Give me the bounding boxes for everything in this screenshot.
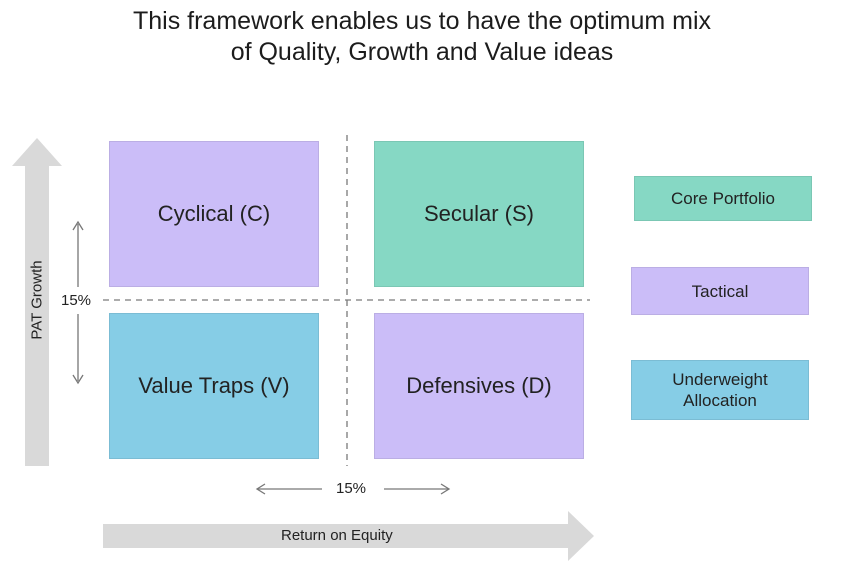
quadrant-cyclical-label: Cyclical (C) — [157, 201, 271, 226]
y-axis-big-arrow — [12, 138, 62, 466]
legend-core-portfolio: Core Portfolio — [634, 176, 812, 221]
title-line-2: of Quality, Growth and Value ideas — [230, 38, 614, 66]
quadrant-value-traps-label: Value Traps (V) — [138, 373, 290, 398]
legend-tactical: Tactical — [631, 267, 809, 315]
quadrant-defensives-label: Defensives (D) — [406, 373, 552, 398]
quadrant-cyclical: Cyclical (C) — [109, 141, 319, 287]
legend-underweight-line-2: Allocation — [683, 391, 757, 410]
quadrant-secular: Secular (S) — [374, 141, 584, 287]
quadrant-secular-label: Secular (S) — [423, 201, 535, 226]
legend-core-portfolio-label: Core Portfolio — [671, 189, 775, 208]
y-threshold-label: 15% — [61, 292, 92, 309]
legend-tactical-label: Tactical — [691, 281, 749, 301]
quadrant-defensives: Defensives (D) — [374, 313, 584, 459]
legend-underweight-line-1: Underweight — [672, 370, 768, 389]
x-threshold-label: 15% — [336, 480, 367, 497]
legend-underweight-allocation: Underweight Allocation — [631, 360, 809, 420]
x-threshold-arrow — [255, 483, 451, 495]
y-threshold-arrow — [72, 220, 84, 385]
diagram-title: This framework enables us to have the op… — [0, 6, 844, 68]
quadrant-value-traps: Value Traps (V) — [109, 313, 319, 459]
y-axis-label: PAT Growth — [28, 260, 46, 340]
x-axis-big-arrow — [103, 511, 594, 561]
title-line-1: This framework enables us to have the op… — [132, 7, 711, 35]
x-axis-label: Return on Equity — [281, 527, 393, 544]
